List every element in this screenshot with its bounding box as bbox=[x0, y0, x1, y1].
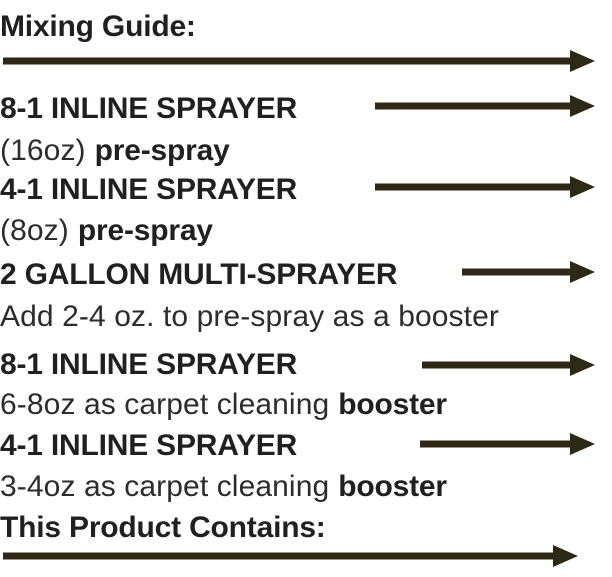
label-4-1-inline-sprayer-prespray: 4-1 INLINE SPRAYER bbox=[0, 173, 298, 206]
row-add-2-4-oz-booster: Add 2-4 oz. to pre-spray as a booster bbox=[0, 296, 612, 338]
page-title: Mixing Guide: bbox=[0, 10, 196, 43]
row-this-product-contains-title: This Product Contains: bbox=[0, 507, 612, 549]
arrow-bottom-rule bbox=[3, 545, 578, 567]
arrow-head-icon bbox=[570, 176, 595, 198]
row-8-1-inline-sprayer-prespray: 8-1 INLINE SPRAYER bbox=[0, 88, 612, 130]
arrow-top-rule bbox=[3, 50, 595, 72]
arrow-head-icon bbox=[570, 433, 595, 455]
row-4-1-inline-sprayer-booster: 4-1 INLINE SPRAYER bbox=[0, 425, 612, 467]
label-8-1-inline-sprayer-prespray: 8-1 INLINE SPRAYER bbox=[0, 92, 298, 125]
row-2-gallon-multi-sprayer: 2 GALLON MULTI-SPRAYER bbox=[0, 254, 612, 296]
dose-6-8oz-carpet-cleaning: 6-8oz as carpet cleaning bbox=[0, 388, 330, 421]
label-8-1-inline-sprayer-booster: 8-1 INLINE SPRAYER bbox=[0, 348, 298, 381]
row-8oz-prespray: (8oz) pre-spray bbox=[0, 210, 612, 252]
arrow-4-1-inline-sprayer-booster bbox=[420, 433, 595, 455]
arrow-shaft bbox=[3, 552, 553, 560]
application-prespray: pre-spray bbox=[77, 214, 213, 247]
arrow-head-icon bbox=[553, 545, 578, 567]
arrow-head-icon bbox=[570, 95, 595, 117]
instruction-add-2-4-oz: Add 2-4 oz. to pre-spray as a booster bbox=[0, 300, 499, 333]
row-16oz-prespray: (16oz) pre-spray bbox=[0, 130, 612, 172]
row-4-1-inline-sprayer-prespray: 4-1 INLINE SPRAYER bbox=[0, 169, 612, 211]
row-8-1-inline-sprayer-booster: 8-1 INLINE SPRAYER bbox=[0, 344, 612, 386]
page-title-row: Mixing Guide: bbox=[0, 6, 612, 48]
application-prespray: pre-spray bbox=[94, 134, 230, 167]
application-booster: booster bbox=[338, 388, 447, 421]
arrow-head-icon bbox=[570, 354, 595, 376]
label-2-gallon-multi-sprayer: 2 GALLON MULTI-SPRAYER bbox=[0, 258, 398, 291]
arrow-shaft bbox=[422, 361, 570, 369]
arrow-2-gallon-multi-sprayer bbox=[462, 261, 595, 283]
section-title-this-product-contains: This Product Contains: bbox=[0, 511, 326, 544]
application-booster: booster bbox=[338, 470, 447, 503]
arrow-head-icon bbox=[570, 261, 595, 283]
row-6-8oz-carpet-booster: 6-8oz as carpet cleaning booster bbox=[0, 384, 612, 426]
dose-8oz: (8oz) bbox=[0, 214, 69, 247]
arrow-head-icon bbox=[570, 50, 595, 72]
arrow-8-1-inline-sprayer-prespray bbox=[375, 95, 595, 117]
label-4-1-inline-sprayer-booster: 4-1 INLINE SPRAYER bbox=[0, 429, 298, 462]
arrow-shaft bbox=[375, 102, 570, 110]
dose-3-4oz-carpet-cleaning: 3-4oz as carpet cleaning bbox=[0, 470, 330, 503]
arrow-shaft bbox=[375, 183, 570, 191]
arrow-shaft bbox=[462, 268, 570, 276]
arrow-shaft bbox=[420, 440, 570, 448]
arrow-shaft bbox=[3, 57, 570, 65]
arrow-4-1-inline-sprayer-prespray bbox=[375, 176, 595, 198]
arrow-8-1-inline-sprayer-booster bbox=[422, 354, 595, 376]
dose-16oz: (16oz) bbox=[0, 134, 86, 167]
row-3-4oz-carpet-booster: 3-4oz as carpet cleaning booster bbox=[0, 466, 612, 508]
